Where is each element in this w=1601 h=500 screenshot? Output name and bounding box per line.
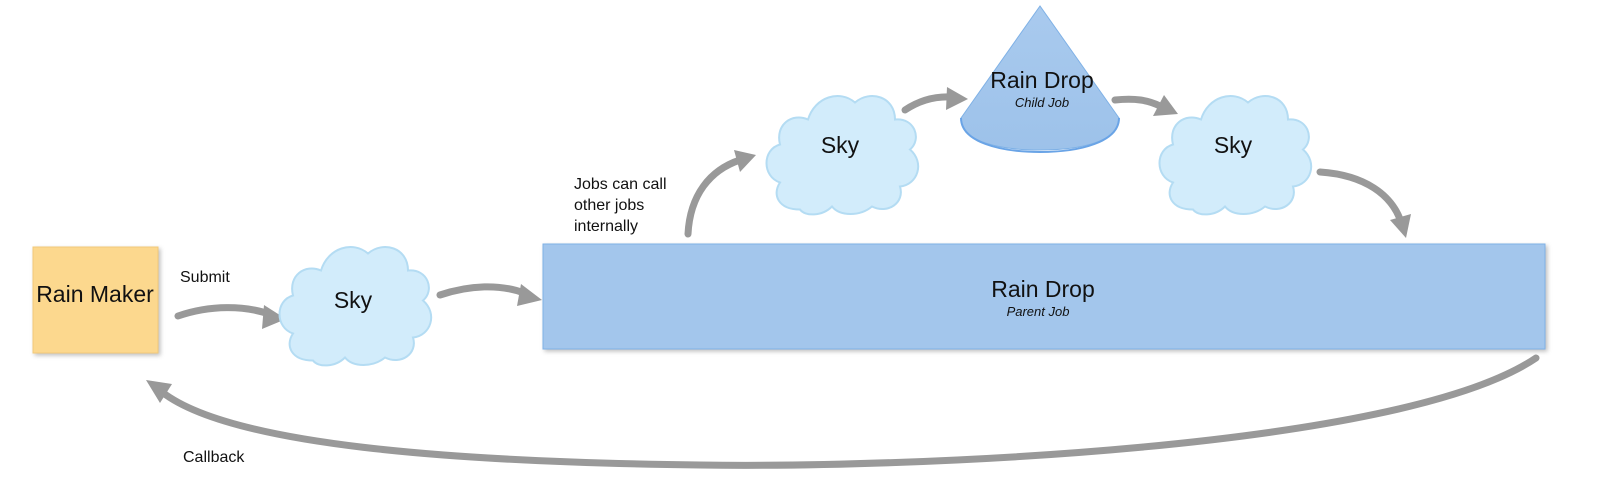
sky-to-parent-arrowhead [517,284,542,306]
sky-return-label: Sky [1214,132,1253,158]
call-note-line-1: Jobs can call [574,176,667,193]
submit-arrow [174,304,276,320]
callback-arrowhead [146,380,172,403]
submit-arrowhead [262,305,286,329]
callback-arrow [158,354,1540,469]
sky-submit-label: Sky [334,287,373,313]
parent-job-sublabel: Parent Job [1007,304,1070,319]
child-job-cone-rim [960,117,1120,154]
sky-cloud-call: Sky [765,94,920,216]
call-note: Jobs can call other jobs internally [574,176,667,235]
sky-to-child-arrow [901,93,956,114]
child-to-sky-arrow [1111,95,1164,110]
parent-to-sky-call-arrowhead [734,150,756,172]
call-note-line-2: other jobs [574,197,644,214]
rain-maker-node: Rain Maker [32,246,159,354]
sky-call-label: Sky [821,132,860,158]
arrow-heads [146,87,1411,403]
sky-return-to-parent-arrowhead [1390,214,1411,238]
rain-maker-label: Rain Maker [36,281,154,307]
child-to-sky-arrowhead [1153,95,1178,116]
callback-label: Callback [183,449,245,466]
parent-job-box [542,243,1546,350]
parent-job-node: Rain Drop Parent Job [542,243,1546,350]
child-job-sublabel: Child Job [1015,95,1069,110]
arrows [158,93,1540,469]
sky-to-child-arrowhead [946,87,968,110]
sky-cloud-submit: Sky [278,245,433,367]
child-job-node: Rain Drop Child Job [960,5,1120,154]
parent-to-sky-call-arrow [684,156,744,238]
parent-job-label: Rain Drop [991,276,1095,302]
rain-maker-box [32,246,159,354]
submit-label: Submit [180,269,230,286]
child-job-label: Rain Drop [990,67,1094,93]
sky-return-to-parent-arrow [1316,168,1405,226]
call-note-line-3: internally [574,218,638,235]
sky-cloud-return: Sky [1158,94,1313,216]
sky-to-parent-arrow [436,283,528,299]
